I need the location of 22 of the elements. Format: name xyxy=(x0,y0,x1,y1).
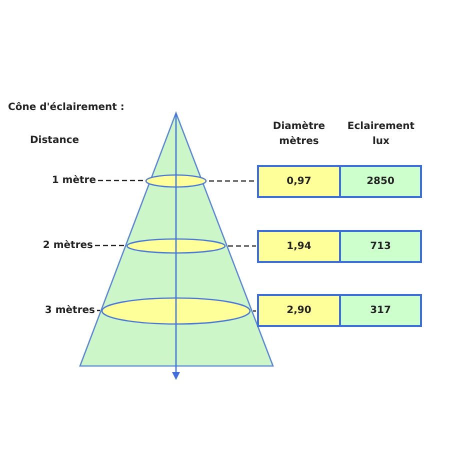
leader-line xyxy=(98,180,144,182)
diameter-cell: 1,94 xyxy=(257,230,341,263)
diameter-cell: 0,97 xyxy=(257,165,341,198)
beam-ellipse xyxy=(126,238,226,254)
distance-label: 1 mètre xyxy=(52,174,96,187)
beam-ellipse xyxy=(101,297,251,325)
leader-line xyxy=(97,310,100,312)
column-header: Eclairement lux xyxy=(346,120,416,149)
leader-line xyxy=(228,245,256,247)
illuminance-cell: 317 xyxy=(339,294,422,327)
leader-line xyxy=(253,310,256,312)
column-label: Distance xyxy=(30,134,80,147)
diameter-cell: 2,90 xyxy=(257,294,341,327)
column-header: Diamètre mètres xyxy=(272,120,326,149)
distance-label: 3 mètres xyxy=(44,304,95,317)
leader-line xyxy=(95,244,125,246)
beam-ellipse xyxy=(145,174,207,188)
illuminance-cell: 2850 xyxy=(339,165,422,198)
title: Cône d'éclairement : xyxy=(8,101,124,114)
illuminance-cell: 713 xyxy=(339,230,422,263)
distance-label: 2 mètres xyxy=(42,239,93,252)
leader-line xyxy=(209,180,256,182)
